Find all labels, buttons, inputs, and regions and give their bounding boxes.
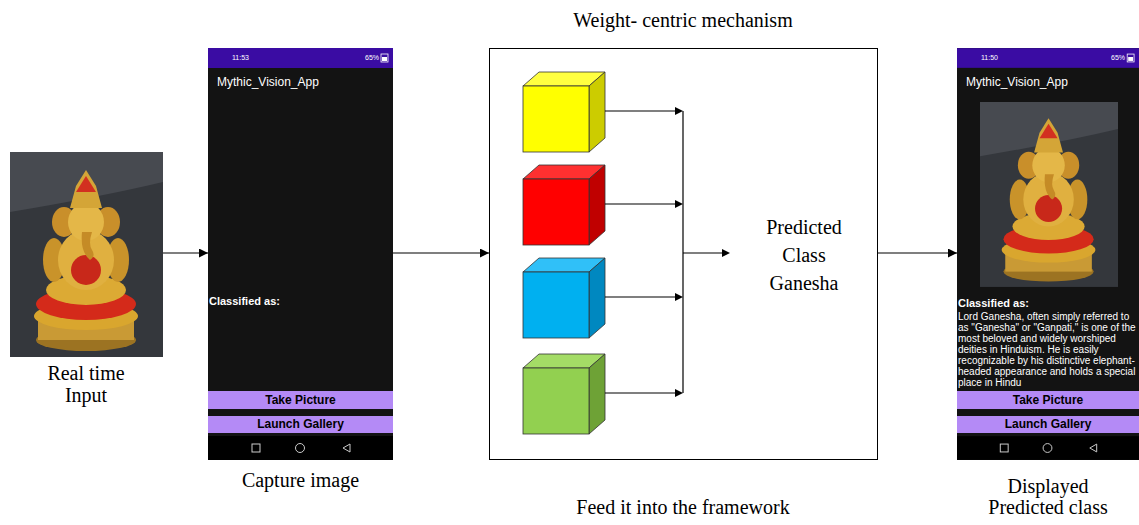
step-caption: Displayed Predicted class <box>973 476 1123 518</box>
phone-screen: 11:5365%Mythic_Vision_AppClassified as:C… <box>208 48 393 460</box>
result-label: Classified as: <box>958 297 1029 310</box>
status-bar <box>208 48 393 68</box>
app-button: Launch Gallery <box>957 416 1139 433</box>
status-bar <box>957 48 1139 68</box>
navigation-bar <box>957 436 1139 460</box>
captured-photo <box>980 96 1118 293</box>
idol-photo <box>10 152 163 357</box>
app-title: Mythic_Vision_App <box>217 75 319 89</box>
navigation-bar <box>208 436 393 460</box>
flow-arrow <box>878 252 957 253</box>
predicted-class: Predicted Class Ganesha <box>754 213 854 297</box>
framework-box: Weight- centric mechanismPredicted Class… <box>489 48 878 460</box>
captured-photo <box>980 102 1118 287</box>
idol-photo <box>10 152 163 357</box>
result-label: Classified as: <box>209 295 280 308</box>
app-button: Launch Gallery <box>208 416 393 433</box>
button-label: Launch Gallery <box>208 416 393 433</box>
navigation-bar <box>957 436 1139 460</box>
app-button: Take Picture <box>208 391 393 409</box>
input-caption: Real time Input <box>31 362 141 406</box>
battery-level: 65% <box>1111 53 1125 62</box>
flow-arrow <box>393 252 489 253</box>
status-time: 11:50 <box>981 53 998 62</box>
button-label: Launch Gallery <box>957 416 1139 433</box>
flow-arrow <box>163 252 208 253</box>
navigation-bar <box>208 436 393 460</box>
app-title: Mythic_Vision_App <box>966 75 1068 89</box>
button-label: Take Picture <box>957 391 1139 409</box>
result-description: Lord Ganesha, often simply referred to a… <box>958 311 1138 388</box>
battery-level: 65% <box>365 53 379 62</box>
status-time: 11:53 <box>232 53 249 62</box>
step-caption: Capture image <box>168 469 433 491</box>
button-label: Take Picture <box>208 391 393 409</box>
step-caption: Feed it into the framework <box>489 496 878 518</box>
phone-screen: 11:5065%Mythic_Vision_AppClassified as:L… <box>957 48 1139 460</box>
weight-cubes <box>523 72 730 434</box>
framework-title: Weight- centric mechanism <box>489 9 878 31</box>
input-photo: Real time Input <box>10 152 163 357</box>
app-button: Take Picture <box>957 391 1139 409</box>
